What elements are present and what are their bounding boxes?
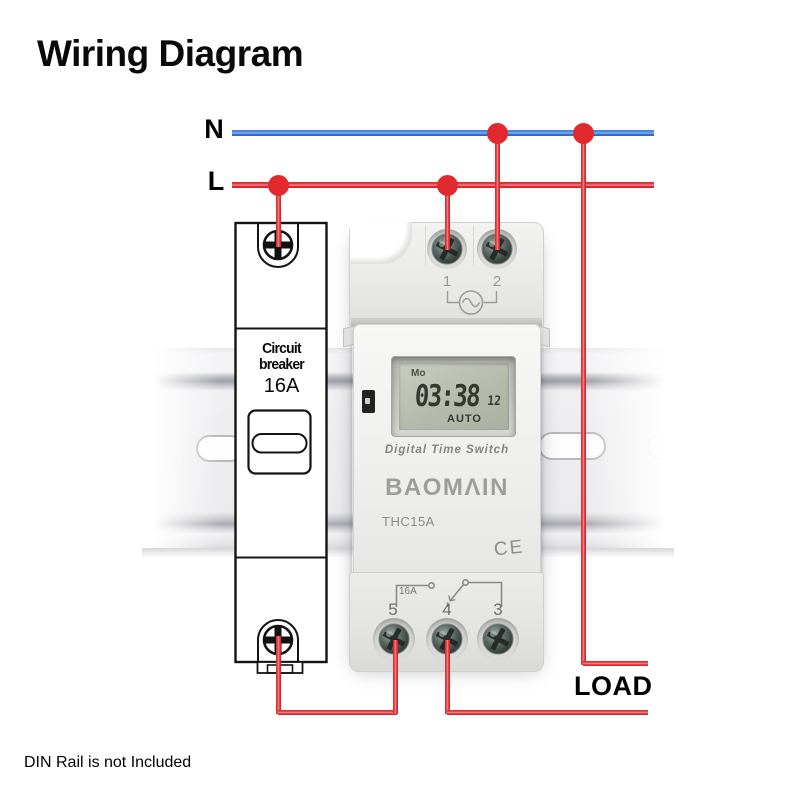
terminal-label-4: 4 [442, 600, 452, 619]
lcd-display [399, 363, 509, 430]
din-rail-note: DIN Rail is not Included [24, 754, 192, 771]
relay-contact-schematic [395, 578, 503, 607]
timer-seam [473, 225, 474, 265]
terminal-label-5: 5 [388, 600, 398, 619]
din-rail-fade [142, 344, 220, 560]
model-number: THC15A [382, 514, 435, 529]
circuit-breaker-art [234, 221, 328, 674]
wire-terminal-5-riser [392, 640, 398, 714]
wire-live-to-terminal-1 [444, 185, 450, 250]
wire-neutral-to-terminal-2 [494, 133, 500, 250]
neutral-line [232, 130, 654, 136]
brand-logo: BAOMΛIN [385, 474, 509, 501]
page-title: Wiring Diagram [37, 33, 304, 74]
terminal-label-3: 3 [493, 600, 503, 619]
screw-terminal-icon [482, 623, 514, 655]
live-label: L [207, 166, 225, 196]
wire-breaker-output [275, 636, 281, 714]
wire-terminal-4-to-load [447, 709, 648, 715]
product-type-text: Digital Time Switch [384, 444, 510, 456]
ce-mark: CE [492, 536, 526, 561]
terminal-label-1: 1 [442, 273, 452, 290]
breaker-rating-label: 16A [263, 375, 300, 397]
wire-neutral-to-load-stub [583, 660, 648, 666]
lcd-seconds-text: 12 [486, 394, 502, 409]
timer-cover-seam [351, 318, 542, 328]
lcd-mode-text: AUTO [447, 413, 482, 425]
junction-dot [436, 174, 458, 196]
junction-dot [486, 122, 508, 144]
relay-rating-label: 16A [399, 586, 417, 597]
side-button-dot [365, 398, 370, 404]
neutral-label: N [204, 114, 224, 144]
timer-seam [425, 225, 426, 265]
lcd-time-text: 03:38 [413, 379, 481, 414]
load-label: LOAD [574, 671, 653, 701]
wire-breaker-to-terminal-5 [278, 709, 397, 715]
din-rail-fade [586, 344, 674, 560]
timer-side-button [362, 390, 375, 413]
junction-dot [267, 174, 289, 196]
junction-dot [572, 122, 594, 144]
wire-neutral-to-load [580, 133, 586, 665]
ac-symbol-icon [446, 290, 498, 315]
terminal-label-2: 2 [492, 273, 502, 290]
lcd-day-text: Mo [411, 368, 426, 379]
wire-live-to-breaker [275, 185, 281, 247]
breaker-name-label: Circuit breaker [259, 341, 305, 373]
wire-terminal-4-drop [444, 640, 450, 714]
